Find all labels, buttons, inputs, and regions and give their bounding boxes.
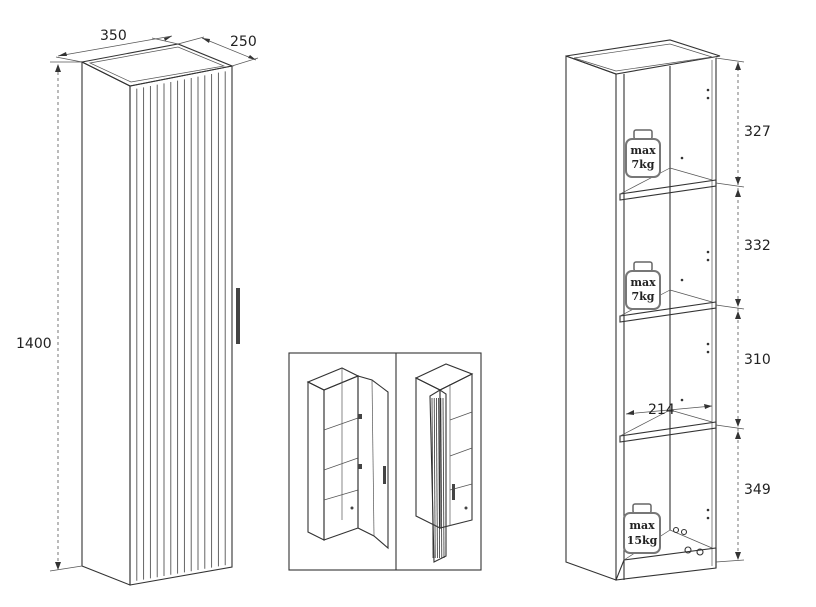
load-badge-3: max 15kg: [623, 503, 661, 554]
load-badge-2: max 7kg: [625, 261, 661, 310]
hinge-holes: [680, 88, 710, 520]
load-badge-1-line1: max: [630, 144, 656, 157]
depth-dimension: 250: [177, 34, 259, 67]
door-handle: [236, 288, 240, 344]
shelf-depth-label: 214: [648, 402, 675, 418]
height-dimension: 1400: [16, 61, 83, 572]
mini-flute-line: [433, 397, 436, 559]
fluted-door-panel: [136, 71, 226, 581]
shelf-1: [619, 167, 717, 201]
width-dimension: 350: [55, 28, 179, 63]
load-badge-2-line2: 7kg: [632, 290, 655, 303]
compartment-dimensions: 327 332 310 349: [715, 57, 771, 563]
fluted-cabinet-thumbnail: [414, 363, 474, 563]
mini-flute-line: [440, 397, 443, 559]
mini-flute-line: [436, 397, 438, 559]
bottom-holes: [672, 526, 704, 556]
load-badge-1-line2: 7kg: [632, 158, 655, 171]
door-options-panel: [288, 352, 482, 571]
mini-fluted-door: [431, 397, 445, 559]
compartment-1-label: 327: [744, 124, 771, 140]
shelf-3: [619, 409, 717, 443]
depth-label: 250: [230, 34, 257, 50]
width-label: 350: [100, 28, 127, 44]
open-cabinet-view: 214: [565, 39, 721, 581]
mini-flute-line: [438, 397, 440, 559]
closed-cabinet-view: [80, 43, 240, 586]
load-badge-3-line2: 15kg: [627, 534, 658, 547]
compartment-3-label: 310: [744, 352, 771, 368]
height-label: 1400: [16, 336, 52, 352]
shelf-depth-dimension: 214: [625, 402, 713, 418]
compartment-4-label: 349: [744, 482, 771, 498]
load-badge-1: max 7kg: [625, 129, 661, 178]
compartment-2-label: 332: [744, 238, 771, 254]
open-cabinet-thumbnail: [306, 367, 389, 550]
load-badge-3-line1: max: [629, 519, 655, 532]
mini-flute-line: [431, 397, 434, 559]
mini-flute-line: [442, 397, 445, 559]
load-badge-2-line1: max: [630, 276, 656, 289]
